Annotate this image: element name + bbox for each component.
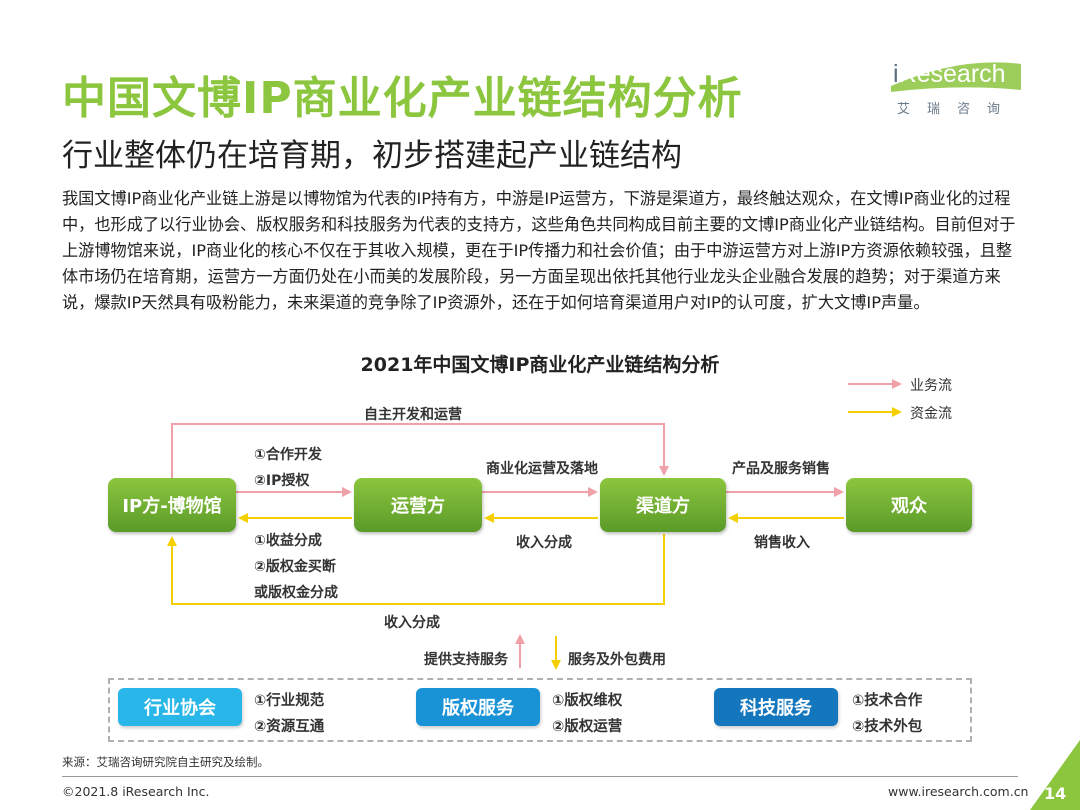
label-coop-dev: ①合作开发 — [254, 447, 322, 463]
node-operator: 运营方 — [354, 478, 482, 532]
support-node-association: 行业协会 — [118, 688, 242, 726]
page-title: 中国文博IP商业化产业链结构分析 — [62, 73, 743, 124]
support-item: ①技术合作 — [852, 693, 923, 709]
website-link[interactable]: www.iresearch.com.cn — [888, 784, 1029, 799]
support-item: ②版权运营 — [552, 719, 623, 735]
support-group — [108, 678, 972, 742]
label-revenue-share-1: ①收益分成 — [254, 533, 322, 549]
source-note: 来源：艾瑞咨询研究院自主研究及绘制。 — [62, 755, 269, 769]
support-item: ②技术外包 — [852, 719, 923, 735]
legend-capital-label: 资金流 — [910, 406, 952, 422]
label-product-sales: 产品及服务销售 — [732, 461, 830, 477]
revenue-loop-flow — [167, 534, 665, 605]
legend-business-label: 业务流 — [910, 378, 952, 394]
label-buyout: ②版权金买断 — [254, 559, 336, 575]
label-revenue-share-bottom: 收入分成 — [384, 615, 440, 631]
support-node-copyright: 版权服务 — [416, 688, 540, 726]
label-sales-revenue: 销售收入 — [754, 535, 810, 551]
intro-paragraph: 我国文博IP商业化产业链上游是以博物馆为代表的IP持有方，中游是IP运营方，下游… — [62, 189, 1016, 312]
logo-brand-prefix: i — [893, 60, 899, 88]
support-item: ①版权维权 — [552, 693, 623, 709]
node-channel: 渠道方 — [600, 478, 726, 532]
page-subtitle: 行业整体仍在培育期，初步搭建起产业链结构 — [62, 138, 682, 174]
page-number: 14 — [1044, 784, 1067, 803]
label-service-fee: 服务及外包费用 — [568, 652, 666, 668]
support-item: ②资源互通 — [254, 719, 325, 735]
self-develop-flow — [171, 423, 669, 478]
logo-brand: iResearch — [893, 60, 1006, 89]
label-commercial-ops: 商业化运营及落地 — [486, 461, 598, 477]
label-self-develop: 自主开发和运营 — [364, 407, 462, 423]
node-ip-owner: IP方-博物馆 — [108, 478, 236, 532]
node-audience: 观众 — [846, 478, 972, 532]
support-node-tech: 科技服务 — [714, 688, 838, 726]
diagram-title: 2021年中国文博IP商业化产业链结构分析 — [360, 354, 720, 376]
label-or-share: 或版权金分成 — [254, 585, 338, 601]
logo-swoosh-icon — [891, 62, 1021, 92]
label-ip-license: ②IP授权 — [254, 473, 310, 489]
page-number-tab — [1030, 740, 1080, 810]
footer-divider — [62, 776, 1018, 777]
label-revenue-share-mid: 收入分成 — [516, 535, 572, 551]
label-provide-support: 提供支持服务 — [424, 652, 508, 668]
logo-brand-rest: Research — [898, 60, 1006, 88]
copyright: ©2021.8 iResearch Inc. — [62, 784, 210, 799]
iresearch-logo: iResearch 艾瑞咨询 — [891, 58, 1023, 124]
logo-cn: 艾瑞咨询 — [897, 102, 1018, 117]
support-item: ①行业规范 — [254, 693, 325, 709]
